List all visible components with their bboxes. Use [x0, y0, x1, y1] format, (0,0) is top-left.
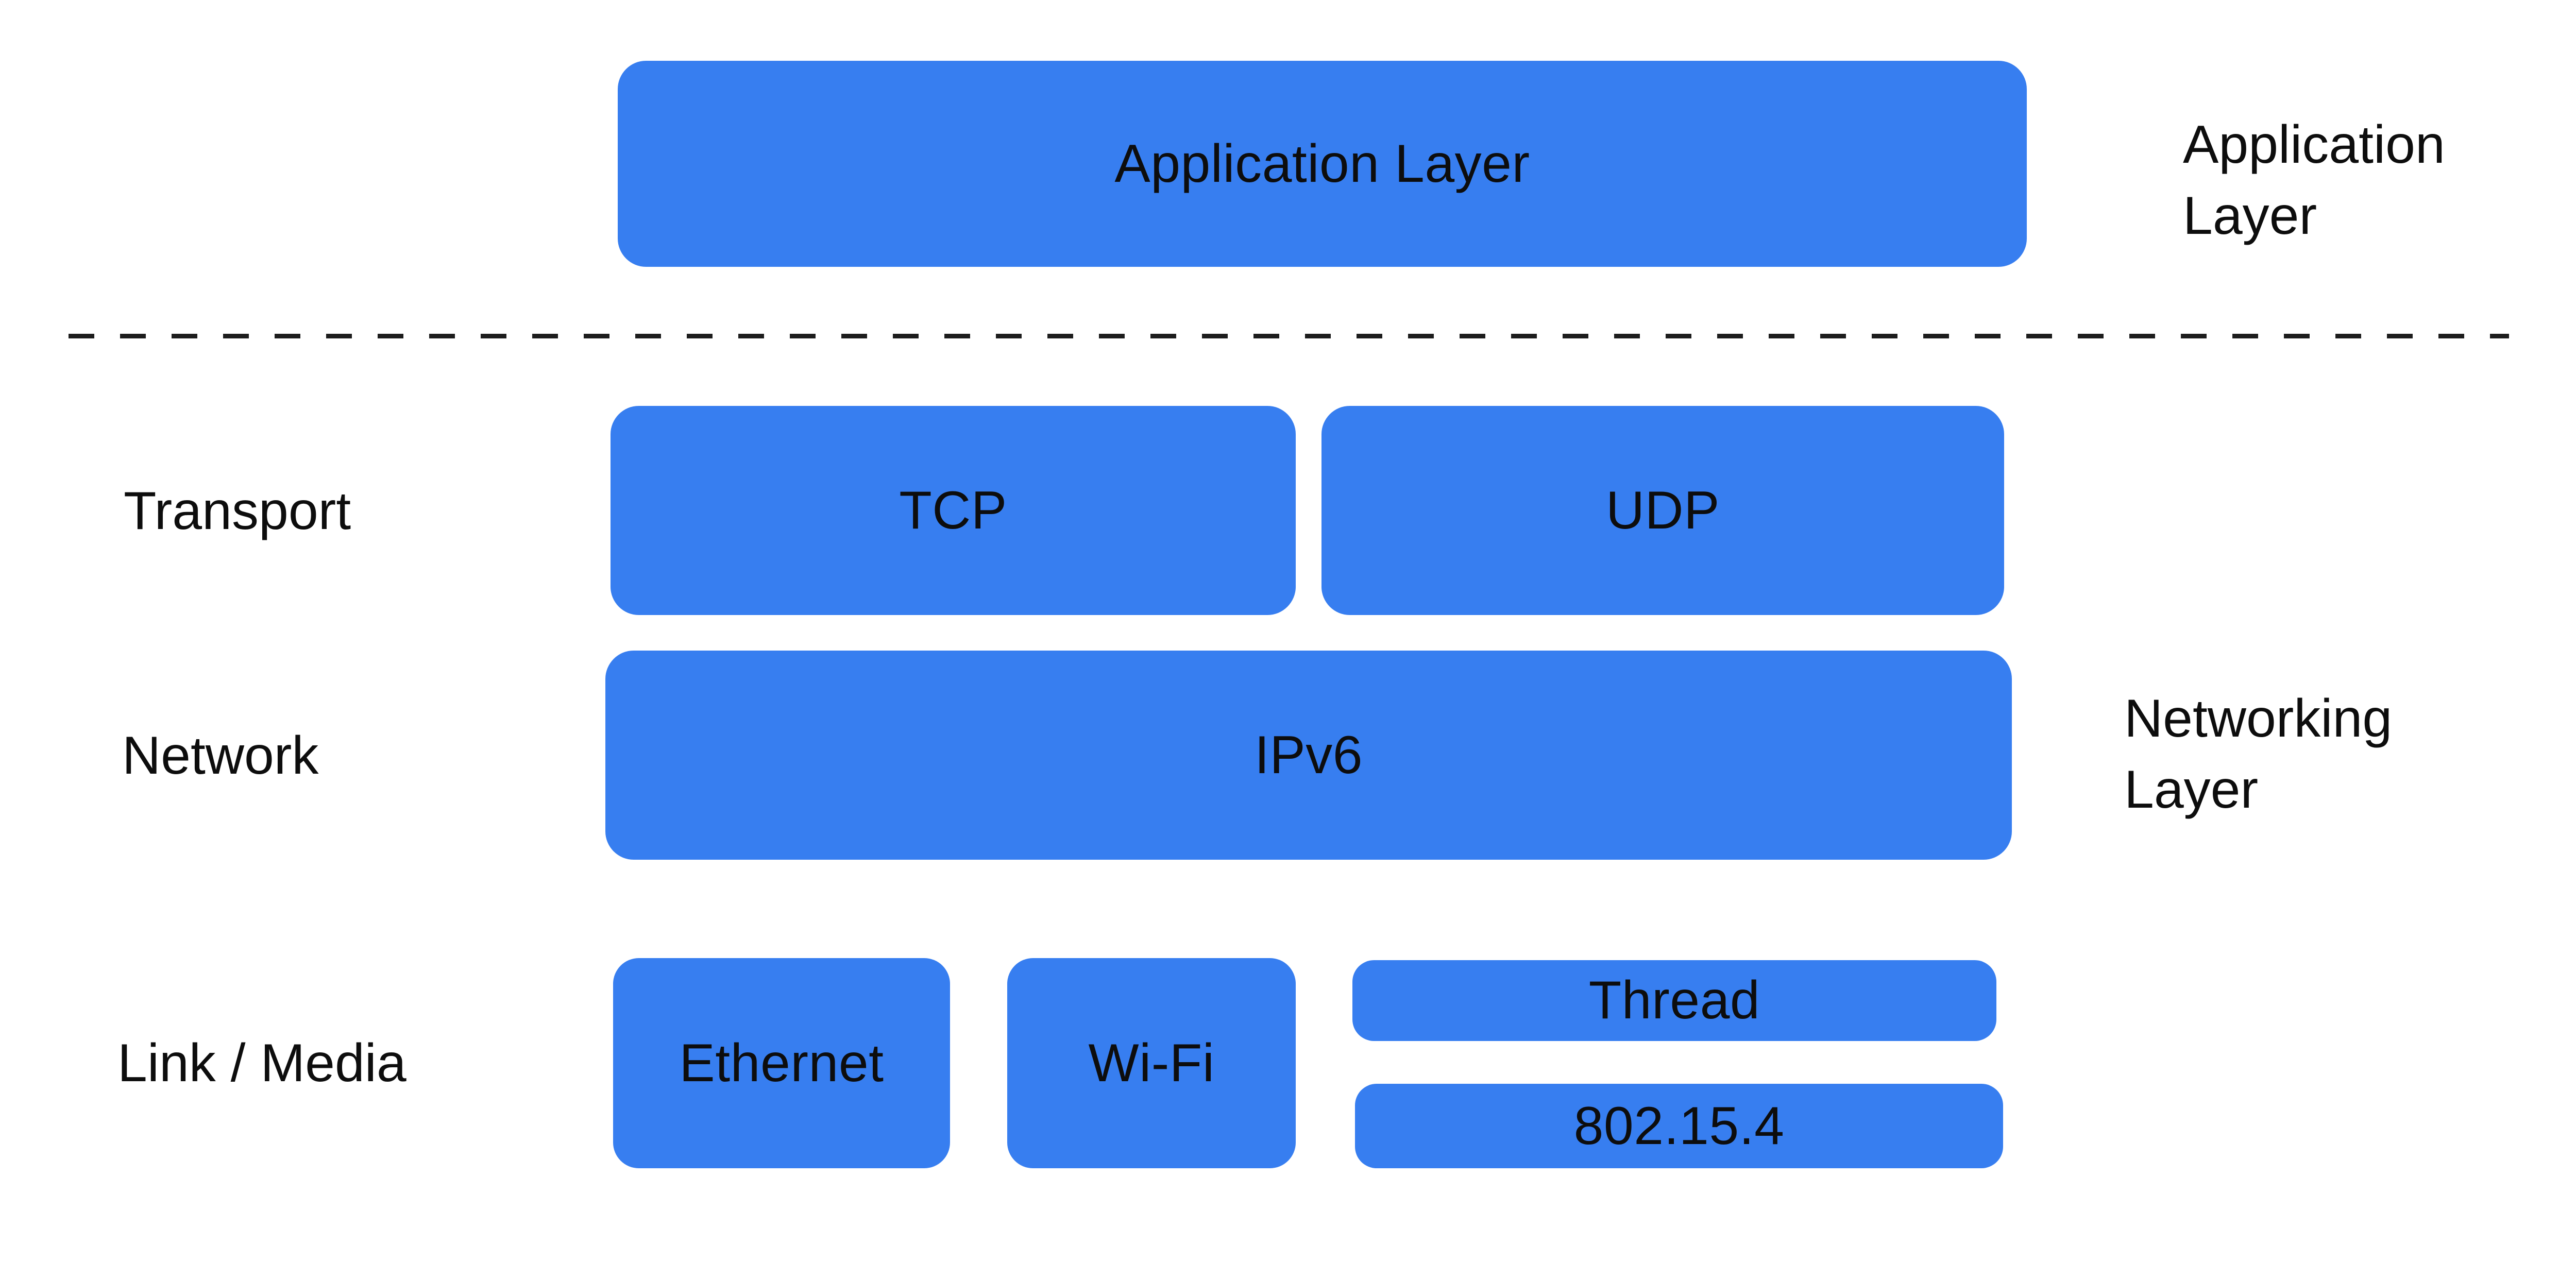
ieee-802-15-4-box: 802.15.4: [1355, 1084, 2003, 1168]
application-layer-group-label-line2: Layer: [2183, 186, 2317, 246]
thread-box-label: Thread: [1588, 970, 1760, 1030]
transport-row-label: Transport: [124, 481, 351, 541]
udp-box: UDP: [1321, 406, 2004, 615]
tcp-box: TCP: [611, 406, 1296, 615]
networking-layer-group-label-line2: Layer: [2124, 760, 2259, 820]
network-row-label: Network: [122, 726, 319, 786]
ieee-802-15-4-box-label: 802.15.4: [1573, 1096, 1785, 1156]
wifi-box-label: Wi-Fi: [1088, 1033, 1215, 1093]
networking-layer-group-label: Networking Layer: [2124, 683, 2392, 825]
ipv6-box: IPv6: [605, 651, 2012, 860]
ethernet-box-label: Ethernet: [679, 1033, 884, 1093]
udp-box-label: UDP: [1605, 480, 1720, 540]
application-layer-group-label: Application Layer: [2183, 109, 2445, 251]
application-layer-box-label: Application Layer: [1114, 133, 1530, 194]
tcp-box-label: TCP: [899, 480, 1007, 540]
link-media-row-label: Link / Media: [117, 1033, 406, 1093]
application-layer-box: Application Layer: [618, 61, 2027, 267]
layer-divider-dashed-line: [69, 334, 2509, 338]
ipv6-box-label: IPv6: [1254, 725, 1363, 785]
application-layer-group-label-line1: Application: [2183, 115, 2445, 175]
thread-box: Thread: [1352, 960, 1996, 1041]
networking-layer-group-label-line1: Networking: [2124, 689, 2393, 748]
wifi-box: Wi-Fi: [1007, 958, 1296, 1168]
ethernet-box: Ethernet: [613, 958, 950, 1168]
